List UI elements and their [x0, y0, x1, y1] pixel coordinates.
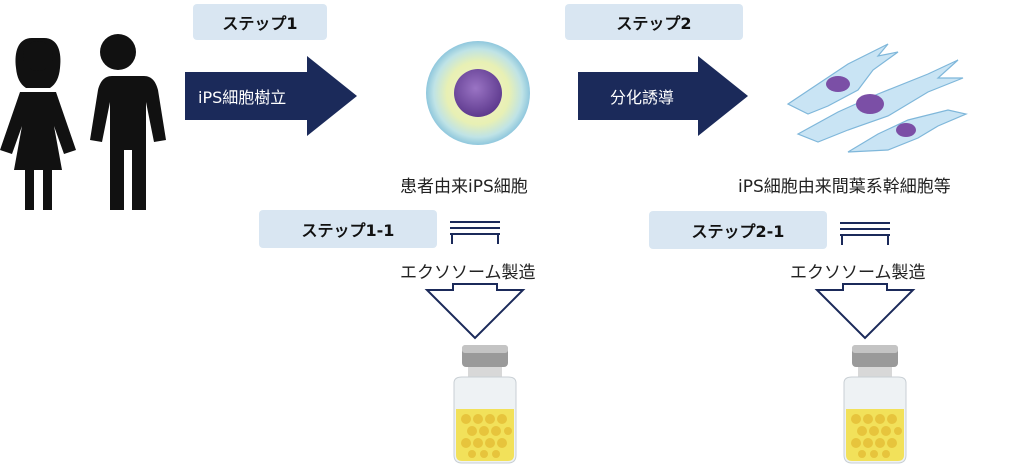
step-2-1-label: ステップ2-1	[649, 211, 827, 249]
ips-establishment-label: iPS細胞樹立	[198, 88, 287, 107]
vial-icon-right	[843, 345, 907, 464]
vial-icon-left	[453, 345, 517, 464]
down-arrow-right	[814, 283, 916, 340]
exosome-production-caption-right: エクソソーム製造	[790, 263, 926, 283]
exosome-production-caption-left: エクソソーム製造	[400, 263, 536, 283]
stack-lines-icon-right	[840, 222, 890, 245]
stack-lines-icon-left	[450, 221, 500, 244]
people-icon	[0, 34, 166, 210]
down-arrow-left	[424, 283, 526, 340]
patient-ips-caption: 患者由来iPS細胞	[400, 177, 528, 197]
step-2-label: ステップ2	[565, 4, 743, 40]
step-1-1-label: ステップ1-1	[259, 210, 437, 248]
ips-cell-icon	[426, 41, 530, 145]
msc-cells-icon	[786, 43, 968, 153]
step-1-label: ステップ1	[193, 4, 327, 40]
ips-establishment-arrow	[185, 56, 357, 136]
differentiation-label: 分化誘導	[610, 88, 675, 107]
msc-cells-caption: iPS細胞由来間葉系幹細胞等	[738, 177, 951, 197]
differentiation-arrow	[578, 56, 748, 136]
